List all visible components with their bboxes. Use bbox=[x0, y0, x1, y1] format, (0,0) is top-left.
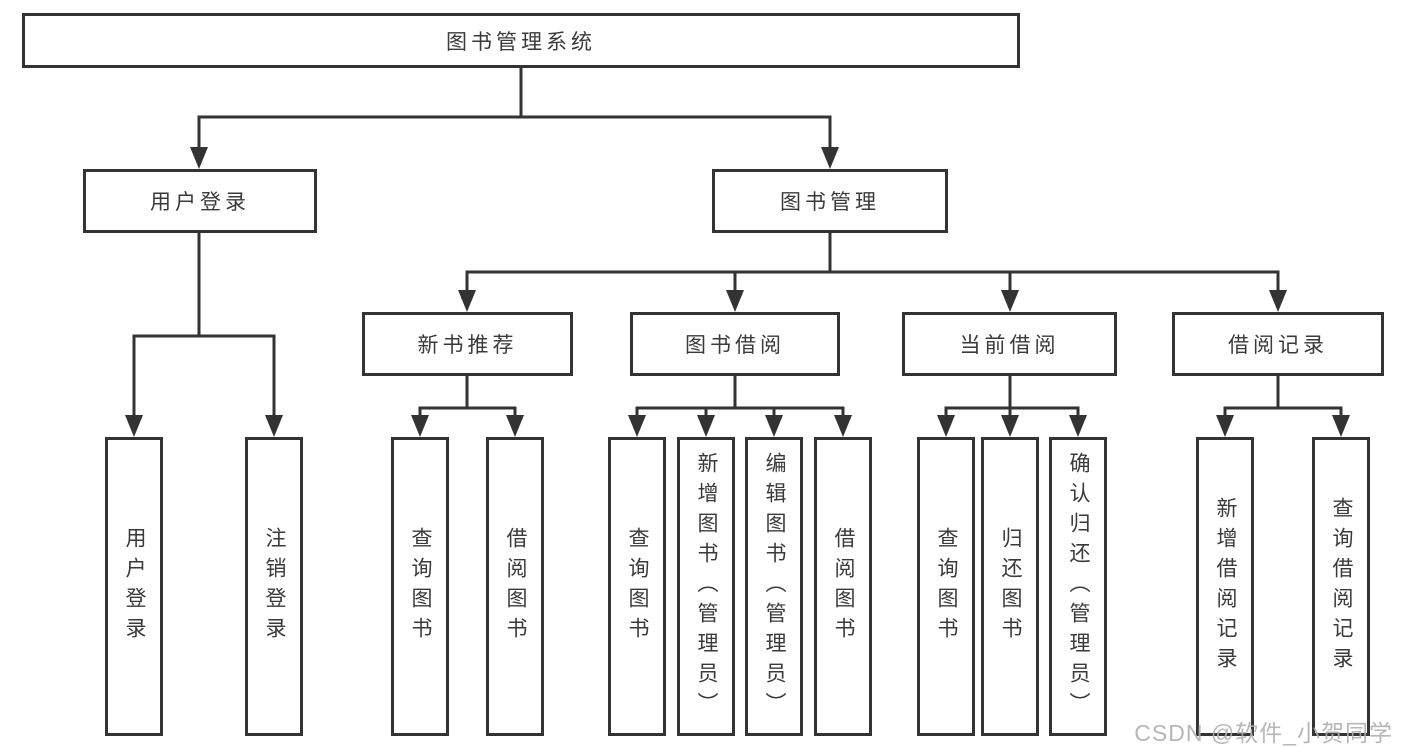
leaf-borrow-book-recommend: 借阅图书 bbox=[486, 437, 544, 736]
leaf-add-book-admin: 新增图书（管理员） bbox=[677, 437, 735, 736]
leaf-user-login: 用户登录 bbox=[105, 437, 163, 736]
node-user-login: 用户登录 bbox=[83, 169, 317, 233]
node-book-management: 图书管理 bbox=[712, 169, 948, 233]
leaf-confirm-return-admin: 确认归还（管理员） bbox=[1049, 437, 1107, 736]
csdn-watermark: CSDN @软件_小贺同学 bbox=[1134, 720, 1393, 746]
leaf-query-borrow-record: 查询借阅记录 bbox=[1312, 437, 1370, 736]
leaf-logout: 注销登录 bbox=[245, 437, 303, 736]
leaf-query-books-recommend: 查询图书 bbox=[391, 437, 449, 736]
node-root: 图书管理系统 bbox=[22, 13, 1020, 68]
leaf-return-book: 归还图书 bbox=[981, 437, 1039, 736]
leaf-edit-book-admin: 编辑图书（管理员） bbox=[745, 437, 803, 736]
leaf-query-books-current: 查询图书 bbox=[917, 437, 975, 736]
leaf-borrow-book: 借阅图书 bbox=[814, 437, 872, 736]
node-current-borrow: 当前借阅 bbox=[902, 312, 1117, 376]
node-new-book-recommend: 新书推荐 bbox=[362, 312, 573, 376]
tree-arrowheads bbox=[125, 147, 1350, 437]
leaf-add-borrow-record: 新增借阅记录 bbox=[1196, 437, 1254, 736]
node-book-borrow: 图书借阅 bbox=[630, 312, 840, 376]
leaf-query-books-borrow: 查询图书 bbox=[608, 437, 666, 736]
node-borrow-records: 借阅记录 bbox=[1172, 312, 1384, 376]
